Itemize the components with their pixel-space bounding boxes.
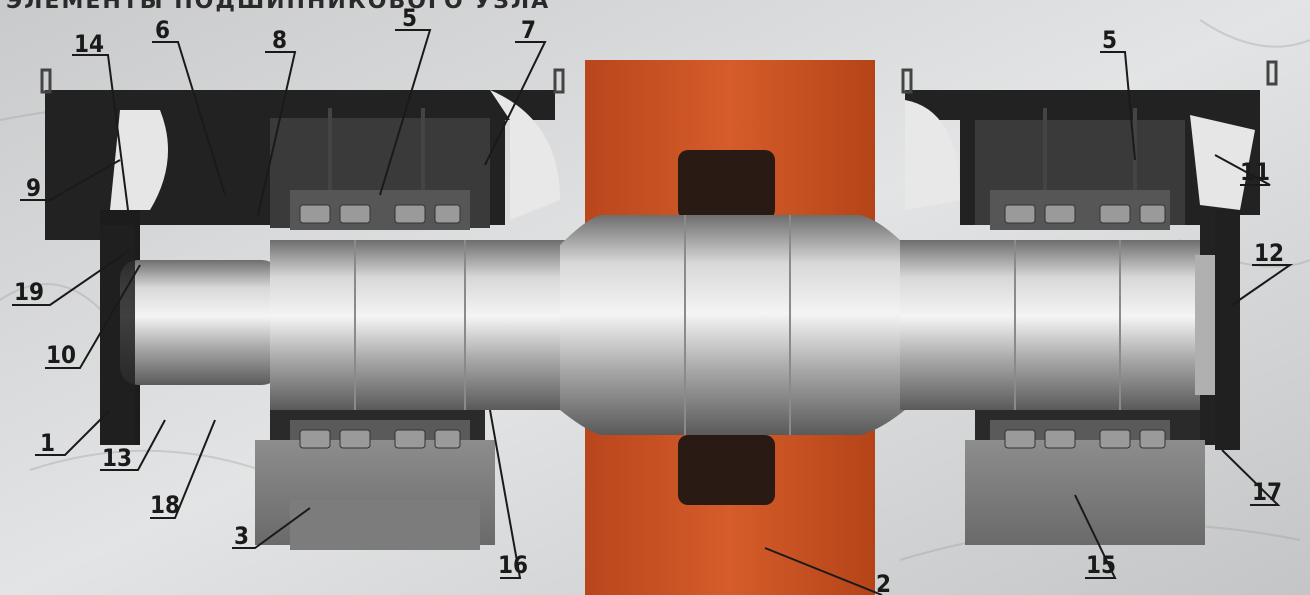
callout-11: 11 — [1240, 158, 1270, 186]
callout-3: 3 — [234, 522, 249, 550]
bearing-rollers — [299, 204, 1166, 449]
left-end-cover — [100, 225, 135, 445]
callout-14: 14 — [74, 30, 104, 58]
housing-bolts — [328, 108, 1137, 190]
callout-7: 7 — [521, 16, 536, 44]
callout-19: 19 — [14, 278, 44, 306]
callout-15: 15 — [1086, 551, 1116, 579]
callout-1: 1 — [40, 429, 55, 457]
lifting-eyes — [40, 60, 1278, 94]
callout-12: 12 — [1254, 239, 1284, 267]
callout-18: 18 — [150, 491, 180, 519]
callout-13: 13 — [102, 444, 132, 472]
callout-2: 2 — [876, 570, 891, 595]
callout-17: 17 — [1252, 478, 1282, 506]
callout-5-right: 5 — [1102, 26, 1117, 54]
callout-8: 8 — [272, 26, 287, 54]
callout-5-left: 5 — [402, 4, 417, 32]
diagram-title: ЭЛЕМЕНТЫ ПОДШИПНИКОВОГО УЗЛА — [6, 0, 550, 14]
callout-leaders — [12, 29, 1294, 595]
callout-10: 10 — [46, 341, 76, 369]
right-end-cover — [1215, 210, 1240, 450]
roll-shaft — [120, 215, 1220, 435]
callout-9: 9 — [26, 174, 41, 202]
right-lower-housing — [965, 440, 1205, 545]
callout-16: 16 — [498, 551, 528, 579]
left-lower-flange — [290, 500, 480, 550]
callout-6: 6 — [155, 16, 170, 44]
